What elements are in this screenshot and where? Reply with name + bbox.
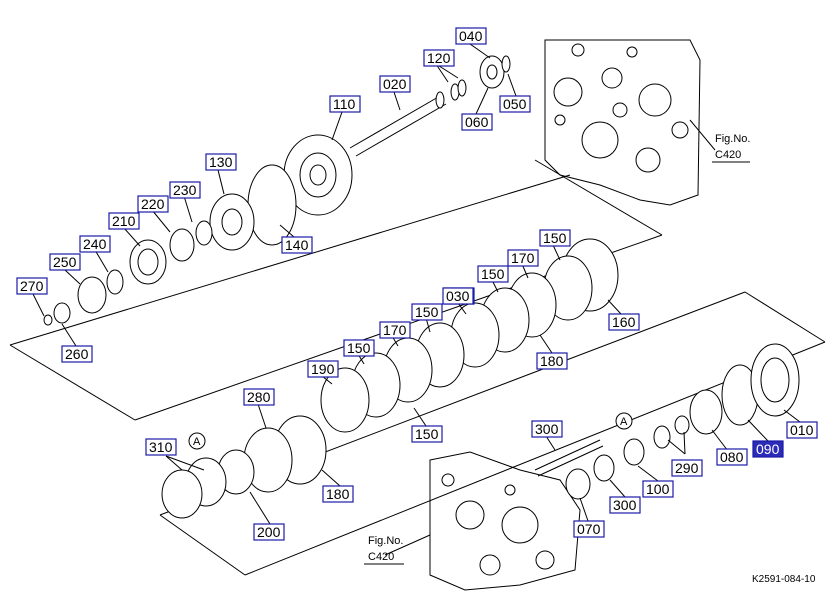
callout-150: 150 bbox=[539, 229, 571, 247]
callout-110: 110 bbox=[329, 95, 361, 113]
callout-090: 090 bbox=[752, 440, 784, 458]
callout-label: 300 bbox=[613, 497, 637, 513]
callout-label: 170 bbox=[383, 322, 407, 338]
callout-label: 140 bbox=[285, 237, 309, 253]
callout-050: 050 bbox=[499, 95, 531, 113]
marker-a-right: A bbox=[615, 412, 633, 430]
callout-label: 150 bbox=[481, 266, 505, 282]
callout-130: 130 bbox=[205, 153, 237, 171]
callout-020: 020 bbox=[379, 75, 411, 93]
callout-290: 290 bbox=[671, 459, 703, 477]
callout-200: 200 bbox=[253, 523, 285, 541]
callout-label: 170 bbox=[511, 250, 535, 266]
callout-060: 060 bbox=[461, 113, 493, 131]
callout-label: 150 bbox=[415, 304, 439, 320]
callout-label: 030 bbox=[446, 288, 470, 304]
transmission-housing-upper bbox=[544, 39, 701, 206]
callout-label: 120 bbox=[427, 50, 451, 66]
callout-label: 100 bbox=[646, 481, 670, 497]
callout-150: 150 bbox=[411, 303, 443, 321]
callout-220: 220 bbox=[137, 195, 169, 213]
callout-label: 310 bbox=[149, 439, 173, 455]
drawing-code: K2591-084-10 bbox=[752, 574, 816, 585]
callout-label: 130 bbox=[209, 154, 233, 170]
callout-140: 140 bbox=[281, 236, 313, 254]
callout-270: 270 bbox=[16, 277, 48, 295]
callout-210: 210 bbox=[108, 212, 140, 230]
callout-label: 260 bbox=[65, 346, 89, 362]
callout-040: 040 bbox=[455, 27, 487, 45]
upper-shaft-assembly bbox=[43, 55, 511, 326]
callout-label: 220 bbox=[141, 196, 165, 212]
callout-170: 170 bbox=[379, 321, 411, 339]
callout-label: 180 bbox=[540, 353, 564, 369]
figure-ref-upper: Fig.No. C420 bbox=[712, 133, 750, 163]
callout-label: 160 bbox=[612, 314, 636, 330]
callout-label: 040 bbox=[459, 28, 483, 44]
callout-150: 150 bbox=[411, 425, 443, 443]
callout-label: 270 bbox=[20, 278, 44, 294]
callout-label: 110 bbox=[333, 96, 356, 112]
callout-240: 240 bbox=[79, 235, 111, 253]
callout-260: 260 bbox=[61, 345, 93, 363]
callout-030: 030 bbox=[442, 287, 474, 305]
callout-label: 150 bbox=[415, 426, 439, 442]
callout-180: 180 bbox=[322, 485, 354, 503]
callout-230: 230 bbox=[169, 181, 201, 199]
callout-label: 010 bbox=[790, 422, 814, 438]
callout-label: 300 bbox=[535, 421, 559, 437]
callout-280: 280 bbox=[243, 388, 275, 406]
callout-300: 300 bbox=[531, 420, 563, 438]
marker-a-right-label: A bbox=[620, 416, 628, 428]
figure-ref-lower-line2: C420 bbox=[368, 551, 394, 563]
clutch-plate-stack bbox=[320, 238, 619, 433]
callout-150: 150 bbox=[343, 339, 375, 357]
callout-label: 090 bbox=[756, 441, 780, 457]
callout-310: 310 bbox=[145, 438, 177, 456]
callout-label: 210 bbox=[112, 213, 136, 229]
callout-label: 200 bbox=[257, 524, 281, 540]
callout-layer: 040 120 050 060 020 110 130 230 220 210 140 240 250 2… bbox=[16, 27, 818, 541]
callout-label: 150 bbox=[543, 230, 567, 246]
callout-070: 070 bbox=[573, 520, 605, 538]
callout-250: 250 bbox=[49, 253, 81, 271]
marker-a-left-label: A bbox=[193, 436, 201, 448]
callout-label: 150 bbox=[347, 340, 371, 356]
figure-ref-upper-line1: Fig.No. bbox=[715, 133, 750, 145]
figure-ref-lower: Fig.No. C420 bbox=[364, 535, 404, 565]
callout-label: 050 bbox=[503, 96, 527, 112]
callout-label: 180 bbox=[326, 486, 350, 502]
callout-160: 160 bbox=[608, 313, 640, 331]
callout-190: 190 bbox=[307, 360, 339, 378]
callout-label: 070 bbox=[577, 521, 601, 537]
callout-300: 300 bbox=[609, 496, 641, 514]
transmission-housing-lower bbox=[429, 451, 581, 591]
callout-label: 280 bbox=[247, 389, 271, 405]
callout-150: 150 bbox=[477, 265, 509, 283]
callout-label: 190 bbox=[311, 361, 335, 377]
callout-010: 010 bbox=[786, 421, 818, 439]
callout-label: 250 bbox=[53, 254, 77, 270]
callout-label: 080 bbox=[720, 449, 744, 465]
marker-a-left: A bbox=[188, 432, 206, 450]
callout-label: 060 bbox=[465, 114, 489, 130]
callout-080: 080 bbox=[716, 448, 748, 466]
callout-120: 120 bbox=[423, 49, 455, 67]
callout-100: 100 bbox=[642, 480, 674, 498]
lower-assembly bbox=[161, 343, 800, 519]
callout-170: 170 bbox=[507, 249, 539, 267]
figure-ref-upper-line2: C420 bbox=[715, 149, 741, 161]
callout-180: 180 bbox=[536, 352, 568, 370]
callout-label: 020 bbox=[383, 76, 407, 92]
figure-ref-lower-line1: Fig.No. bbox=[368, 535, 403, 547]
callout-label: 290 bbox=[675, 460, 699, 476]
callout-label: 240 bbox=[83, 236, 107, 252]
callout-label: 230 bbox=[173, 182, 197, 198]
